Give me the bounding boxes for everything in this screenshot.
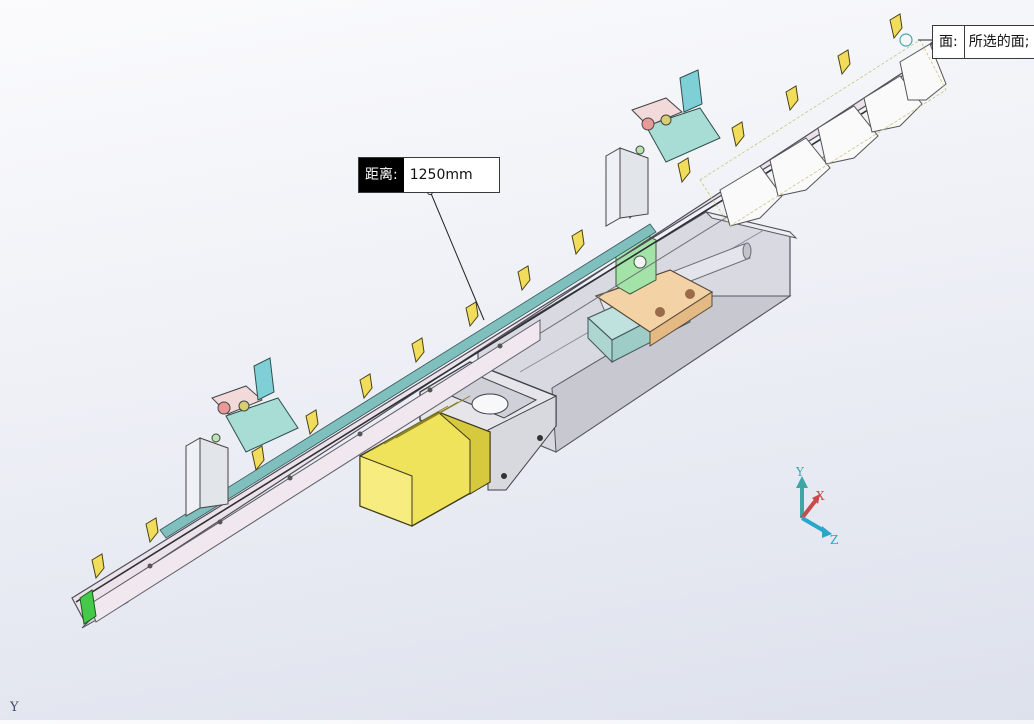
distance-label: 距离:	[359, 158, 404, 192]
wedge-plates[interactable]	[699, 39, 947, 227]
servo-motor[interactable]	[359, 395, 491, 527]
slider-carriage[interactable]	[586, 231, 714, 364]
face-marker	[899, 33, 932, 47]
distance-leader-line	[427, 189, 485, 321]
right-sensor-bracket[interactable]	[605, 69, 721, 227]
conveyor-rail[interactable]	[71, 41, 933, 629]
face-label: 面:	[933, 26, 965, 58]
triad-y-label: Y	[795, 465, 805, 479]
triad-z-label: Z	[830, 533, 838, 547]
distance-value: 1250mm	[409, 167, 473, 183]
triad-x-label: X	[816, 489, 825, 503]
left-sensor-bracket[interactable]	[185, 357, 299, 517]
distance-callout[interactable]: 距离: 1250mm	[358, 157, 500, 193]
face-value: 所选的面;	[968, 34, 1030, 50]
corner-axis-label: Y	[10, 700, 19, 715]
face-callout[interactable]: 面: 所选的面;	[932, 25, 1034, 59]
reference-triad: Y X Z	[795, 465, 838, 547]
